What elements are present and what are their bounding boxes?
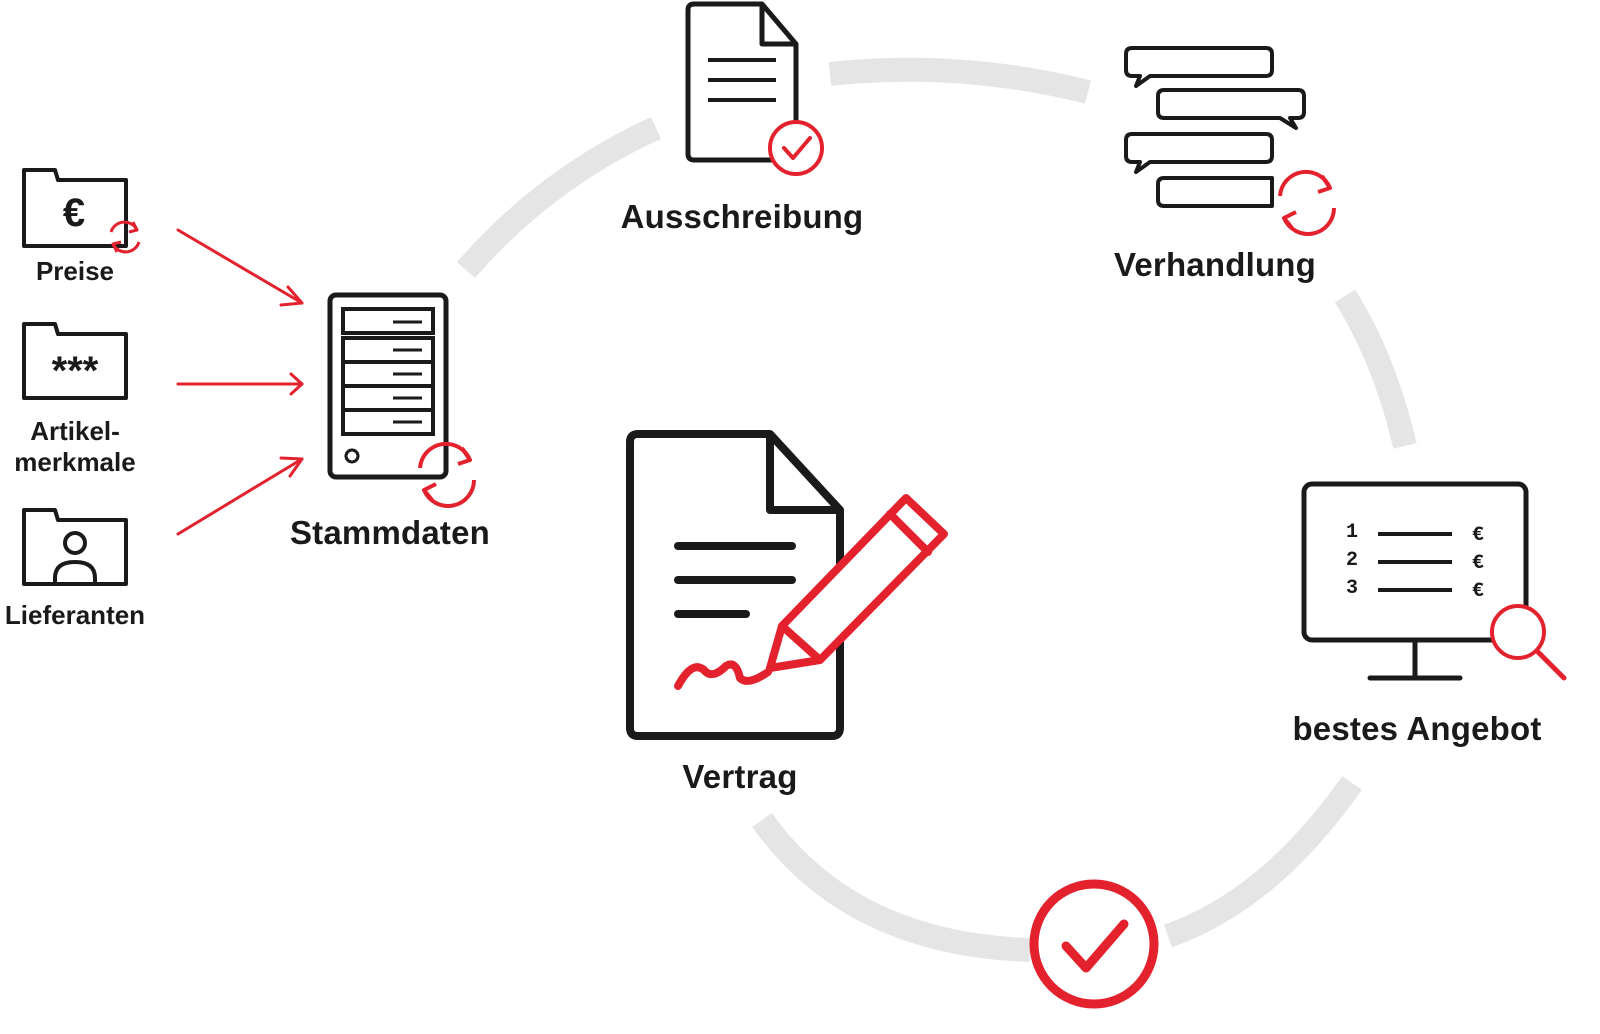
artikelmerkmale-label: Artikel- merkmale: [0, 416, 150, 478]
ring-segment-verhandlung-angebot: [1334, 289, 1417, 449]
euro-symbol: €: [63, 191, 85, 235]
currency-2: €: [1472, 552, 1484, 575]
vertrag-label: Vertrag: [682, 758, 798, 795]
magnifier-icon: [1490, 604, 1567, 681]
rank-3: 3: [1346, 577, 1358, 600]
verhandlung-label: Verhandlung: [1113, 246, 1317, 283]
check-circle-icon: [768, 120, 824, 176]
ausschreibung-label: Ausschreibung: [620, 198, 864, 235]
sync-icon: [1278, 169, 1336, 236]
ring-segment-check-vertrag: [752, 813, 1031, 962]
price-folder-icon: €: [22, 168, 141, 254]
artikelmerkmale-label-line2: merkmale: [14, 447, 136, 477]
arrow-lieferanten: [176, 456, 304, 536]
input-arrows: [176, 228, 304, 536]
supplier-folder-icon: [22, 508, 128, 586]
currency-3: €: [1472, 580, 1484, 603]
tender-document-icon: [685, 1, 824, 176]
artikelmerkmale-label-line1: Artikel-: [30, 416, 120, 446]
arrow-preise: [176, 228, 304, 307]
person-body: [53, 559, 97, 584]
contract-document-icon: [626, 430, 948, 740]
pen-icon: [674, 494, 948, 690]
attribute-folder-icon: ***: [22, 322, 128, 400]
rank-1: 1: [1346, 521, 1358, 544]
monitor-icon: 1 2 3 € € €: [1301, 481, 1567, 681]
ring-segment-ausschreibung-verhandlung: [828, 57, 1091, 104]
rank-2: 2: [1346, 549, 1358, 572]
sync-icon: [418, 441, 476, 508]
stammdaten-label: Stammdaten: [289, 514, 491, 551]
bestes-angebot-label: bestes Angebot: [1292, 710, 1542, 747]
ring-segment-stammdaten-ausschreibung: [456, 117, 661, 278]
cycle-ring: [456, 57, 1417, 962]
chat-bubbles-icon: [1124, 46, 1306, 208]
currency-1: €: [1472, 524, 1484, 547]
lieferanten-label: Lieferanten: [4, 600, 146, 630]
sync-icon: [109, 220, 141, 254]
arrow-artikelmerkmale: [176, 372, 304, 396]
preise-label: Preise: [35, 256, 115, 286]
server-icon: [327, 292, 476, 508]
asterisk-symbol: ***: [52, 349, 99, 393]
ring-segment-angebot-check: [1163, 776, 1362, 948]
person-head: [63, 531, 87, 555]
completed-check-icon: [1029, 879, 1159, 1009]
